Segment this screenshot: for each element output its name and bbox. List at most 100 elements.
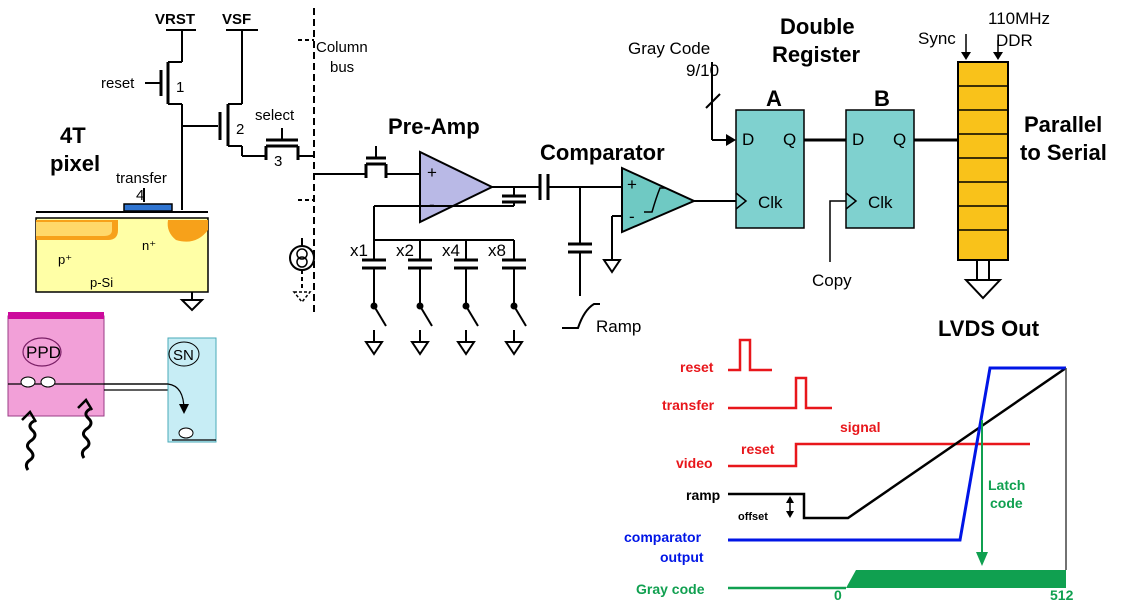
comparator-title: Comparator bbox=[540, 140, 665, 165]
lvds-output-arrow-icon bbox=[963, 279, 1003, 300]
preamp-plus: + bbox=[427, 163, 437, 182]
register-b-label: B bbox=[874, 86, 890, 111]
gain-label-x2: x2 bbox=[396, 241, 414, 260]
comparator-plus: + bbox=[627, 175, 637, 194]
serializer-title-line1: Parallel bbox=[1024, 112, 1102, 137]
ramp-source-icon bbox=[562, 303, 600, 329]
sn-well bbox=[167, 337, 217, 443]
register-b bbox=[845, 109, 915, 229]
gain-capacitors: x1 x2 x4 bbox=[350, 240, 527, 356]
gain-cap-x1[interactable]: x1 bbox=[350, 240, 387, 356]
timing-latch-label-line1: Latch bbox=[988, 477, 1025, 493]
serializer-title-line2: to Serial bbox=[1020, 140, 1107, 165]
transfer-gate bbox=[123, 203, 173, 212]
column-bus-label-line2: bus bbox=[330, 59, 354, 76]
comparator-output-waveform bbox=[728, 366, 1066, 542]
serializer-block: Sync 110MHz DDR Parallel to Serial LVDS … bbox=[918, 9, 1107, 341]
register-b-d: D bbox=[852, 130, 864, 149]
gain-cap-x4[interactable]: x4 bbox=[442, 240, 479, 356]
timing-reset-label: reset bbox=[680, 359, 714, 375]
column-bus: Column bus bbox=[289, 8, 420, 312]
register-a-q: Q bbox=[783, 130, 796, 149]
sync-label: Sync bbox=[918, 29, 956, 48]
ground-icon bbox=[410, 341, 430, 356]
ppd-cap bbox=[8, 312, 104, 319]
gain-cap-x8[interactable]: x8 bbox=[488, 240, 527, 356]
register-block: Gray Code 9/10 Double Register A B D Q C… bbox=[628, 14, 958, 290]
timing-gray-code-label: Gray code bbox=[636, 581, 705, 597]
hysteresis-icon bbox=[644, 187, 666, 213]
electron-1-icon bbox=[20, 376, 36, 388]
gray-code-label-line2: 9/10 bbox=[686, 61, 719, 80]
pixel-title-line2: pixel bbox=[50, 151, 100, 176]
preamp-title: Pre-Amp bbox=[388, 114, 480, 139]
timing-signal-label: signal bbox=[840, 419, 880, 435]
gain-cap-x2[interactable]: x2 bbox=[396, 240, 433, 356]
electron-3-icon bbox=[178, 427, 194, 439]
ground-icon bbox=[456, 341, 476, 356]
timing-tick-512: 512 bbox=[1050, 587, 1074, 603]
gain-label-x1: x1 bbox=[350, 241, 368, 260]
timing-video-label: video bbox=[676, 455, 713, 471]
gain-label-x8: x8 bbox=[488, 241, 506, 260]
video-waveform bbox=[728, 442, 1030, 468]
gray-code-arrow-icon bbox=[726, 134, 736, 146]
ppd-label: PPD bbox=[26, 343, 61, 362]
ground-icon bbox=[364, 341, 384, 356]
n-plus-label: n⁺ bbox=[142, 238, 156, 253]
reset-waveform bbox=[728, 338, 772, 372]
sync-arrow-icon bbox=[961, 52, 971, 60]
clock-arrow-icon bbox=[993, 52, 1003, 60]
substrate-ground-icon bbox=[179, 299, 205, 312]
timing-latch-label-line2: code bbox=[990, 495, 1023, 511]
photon-2-icon bbox=[80, 407, 93, 459]
reset-gate-label: reset bbox=[101, 75, 135, 92]
timing-diagram: reset transfer signal reset video ramp o… bbox=[624, 338, 1074, 603]
register-b-clk: Clk bbox=[868, 193, 893, 212]
transfer-gate-label: transfer bbox=[116, 170, 167, 187]
register-a-d: D bbox=[742, 130, 754, 149]
preamp-minus: - bbox=[429, 195, 435, 214]
ground-icon bbox=[602, 259, 622, 274]
sn-label: SN bbox=[173, 347, 194, 364]
select-gate-label: select bbox=[255, 107, 295, 124]
ground-icon bbox=[504, 341, 524, 356]
n-plus-implant bbox=[167, 220, 208, 242]
transistor-1-label: 1 bbox=[176, 79, 184, 96]
pixel-schematic: VRST reset 1 VSF 2 select 3 4T bbox=[35, 11, 314, 312]
offset-up-arrow-icon bbox=[786, 496, 794, 503]
transistor-3-label: 3 bbox=[274, 153, 282, 170]
electron-2-icon bbox=[40, 376, 56, 388]
bus-ground-icon bbox=[292, 291, 312, 304]
register-title-line1: Double bbox=[780, 14, 855, 39]
p-plus-label: p⁺ bbox=[58, 252, 72, 267]
register-a bbox=[735, 109, 805, 229]
vrst-label: VRST bbox=[155, 11, 195, 28]
comparator-block: Comparator Ramp + - bbox=[538, 140, 736, 336]
ramp-label: Ramp bbox=[596, 317, 641, 336]
register-title-line2: Register bbox=[772, 42, 860, 67]
register-b-q: Q bbox=[893, 130, 906, 149]
transistor-4-label: 4 bbox=[136, 187, 144, 204]
p-si-label: p-Si bbox=[90, 275, 113, 290]
latch-arrow-icon bbox=[976, 552, 988, 566]
timing-ramp-label: ramp bbox=[686, 487, 720, 503]
freq-label-line1: 110MHz bbox=[988, 9, 1050, 28]
transfer-waveform bbox=[728, 376, 832, 410]
gain-label-x4: x4 bbox=[442, 241, 460, 260]
lvds-out-label: LVDS Out bbox=[938, 316, 1040, 341]
transfer-arrow-icon bbox=[179, 404, 189, 414]
offset-down-arrow-icon bbox=[786, 511, 794, 518]
timing-offset-label: offset bbox=[738, 511, 768, 523]
timing-video-reset-label: reset bbox=[741, 441, 775, 457]
gray-code-waveform bbox=[846, 570, 1066, 588]
timing-transfer-label: transfer bbox=[662, 397, 715, 413]
transistor-2-label: 2 bbox=[236, 121, 244, 138]
gray-code-label-line1: Gray Code bbox=[628, 39, 710, 58]
photon-1-icon bbox=[24, 419, 37, 471]
register-a-label: A bbox=[766, 86, 782, 111]
column-bus-label-line1: Column bbox=[316, 39, 368, 56]
shift-register bbox=[957, 61, 1009, 261]
